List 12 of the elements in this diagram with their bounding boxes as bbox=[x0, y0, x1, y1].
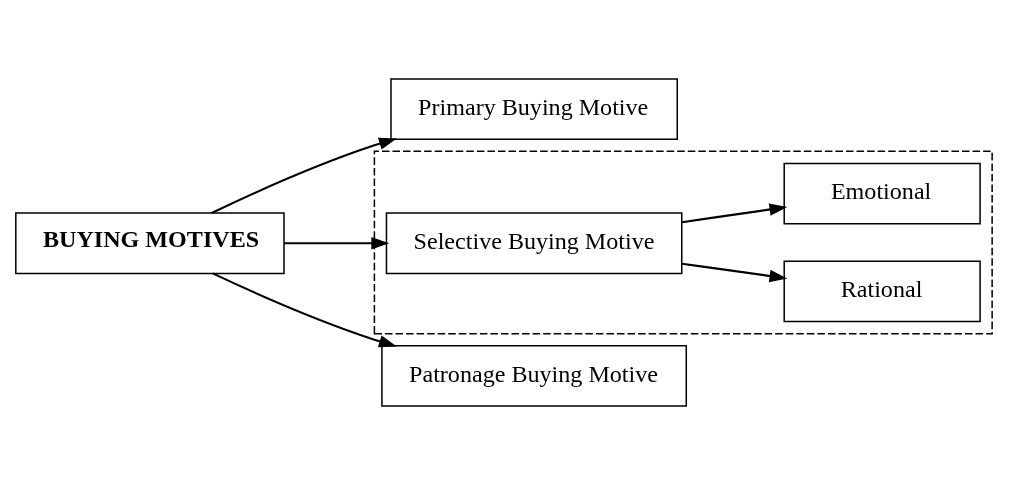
node-box: Rational bbox=[782, 260, 981, 322]
cluster bbox=[373, 150, 993, 334]
arrow bbox=[681, 202, 787, 223]
node-box: Primary Buying Motive bbox=[389, 77, 678, 140]
arrow bbox=[283, 236, 389, 249]
node-box: Selective Buying Motive bbox=[385, 211, 682, 274]
node-box: BUYING MOTIVES bbox=[14, 211, 285, 274]
node-box: Patronage Buying Motive bbox=[380, 344, 687, 407]
arrow bbox=[681, 262, 787, 282]
arrow bbox=[211, 271, 397, 347]
node-box: Emotional bbox=[782, 162, 981, 224]
arrow bbox=[210, 137, 397, 214]
